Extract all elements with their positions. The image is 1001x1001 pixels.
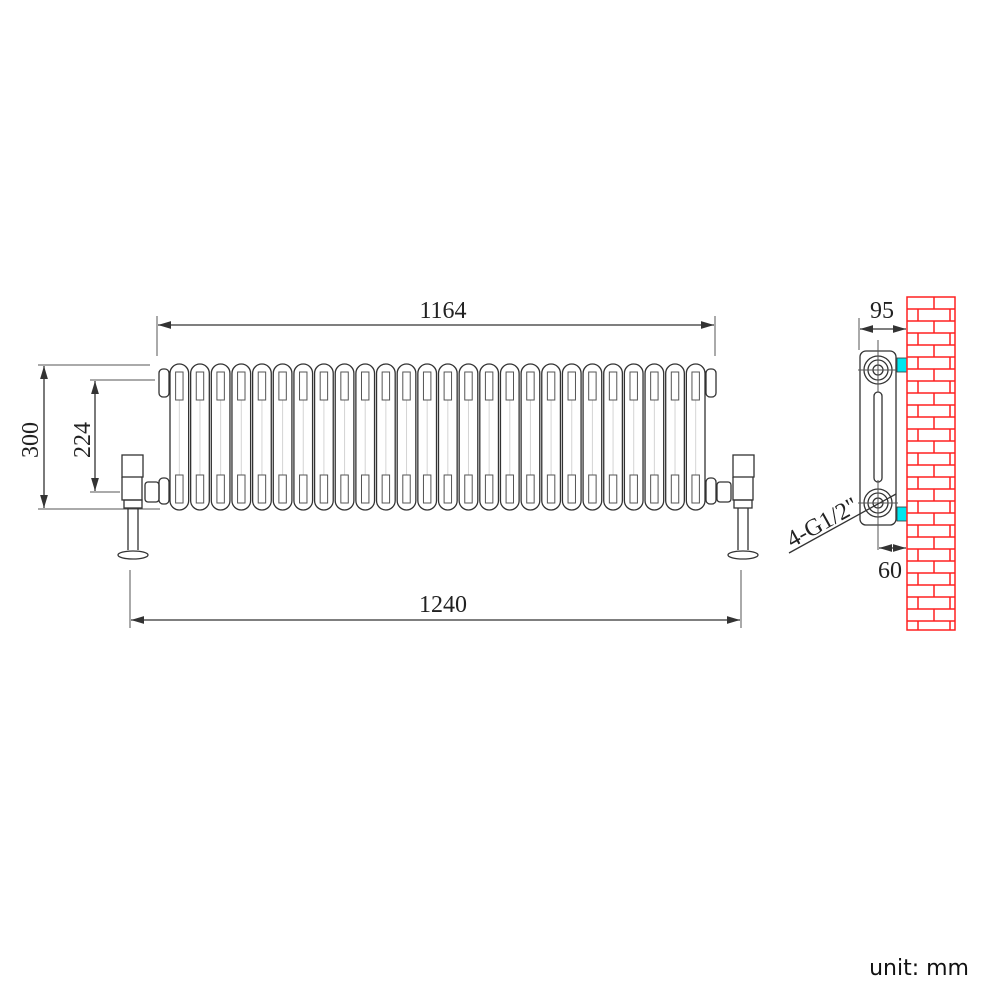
radiator-section	[169, 363, 190, 511]
unit-label: unit: mm	[869, 956, 969, 981]
radiator-section	[479, 363, 500, 511]
radiator-section	[272, 363, 293, 511]
radiator-section	[190, 363, 210, 511]
radiator-section	[561, 363, 582, 511]
end-cap-top-right	[705, 368, 717, 398]
radiator-section	[644, 363, 665, 511]
radiator-section	[541, 363, 562, 511]
radiator-section	[603, 363, 624, 511]
radiator-section	[417, 363, 438, 511]
connection-leader	[788, 493, 897, 554]
dimension-label-95: 95	[870, 298, 894, 324]
end-cap-bottom-left	[158, 477, 170, 505]
radiator-section	[623, 363, 644, 511]
radiator-section	[375, 363, 396, 511]
radiator-section	[520, 363, 541, 511]
dimension-label-224: 224	[70, 422, 96, 458]
wall-bracket-bottom	[896, 506, 908, 522]
radiator-section	[437, 363, 458, 511]
connection-top	[858, 340, 898, 392]
valve-left	[117, 454, 160, 560]
end-cap-bottom-right	[705, 477, 717, 505]
dimension-pipe-centres: 224	[70, 379, 155, 493]
dimension-label-300: 300	[18, 422, 44, 458]
radiator-side-view: 95 4-G1/2" 60	[782, 296, 956, 631]
radiator-section	[313, 363, 334, 511]
dimension-label-1164: 1164	[419, 298, 466, 324]
dimension-overall-width: 1240	[129, 570, 742, 628]
radiator-section	[685, 363, 706, 511]
radiator-section	[499, 363, 520, 511]
radiator-section	[582, 363, 603, 511]
radiator-front-view	[158, 363, 717, 511]
dimension-height: 300	[18, 364, 160, 510]
brick-wall	[906, 296, 956, 631]
valve-right	[716, 454, 759, 560]
radiator-section	[458, 363, 479, 511]
connection-label: 4-G1/2"	[782, 493, 863, 553]
radiator-section	[334, 363, 355, 511]
radiator-section	[355, 363, 376, 511]
radiator-section	[665, 363, 685, 511]
end-cap-top-left	[158, 368, 170, 398]
radiator-section	[210, 363, 231, 511]
connection-bottom	[858, 480, 898, 550]
dimension-label-1240: 1240	[419, 592, 467, 618]
radiator-section	[396, 363, 417, 511]
column-slot	[873, 391, 883, 483]
wall-bracket-top	[896, 357, 908, 373]
dimension-body-width: 1164	[156, 298, 716, 356]
dimension-label-60: 60	[878, 558, 902, 584]
radiator-section	[231, 363, 252, 511]
radiator-section	[251, 363, 272, 511]
radiator-section	[293, 363, 314, 511]
